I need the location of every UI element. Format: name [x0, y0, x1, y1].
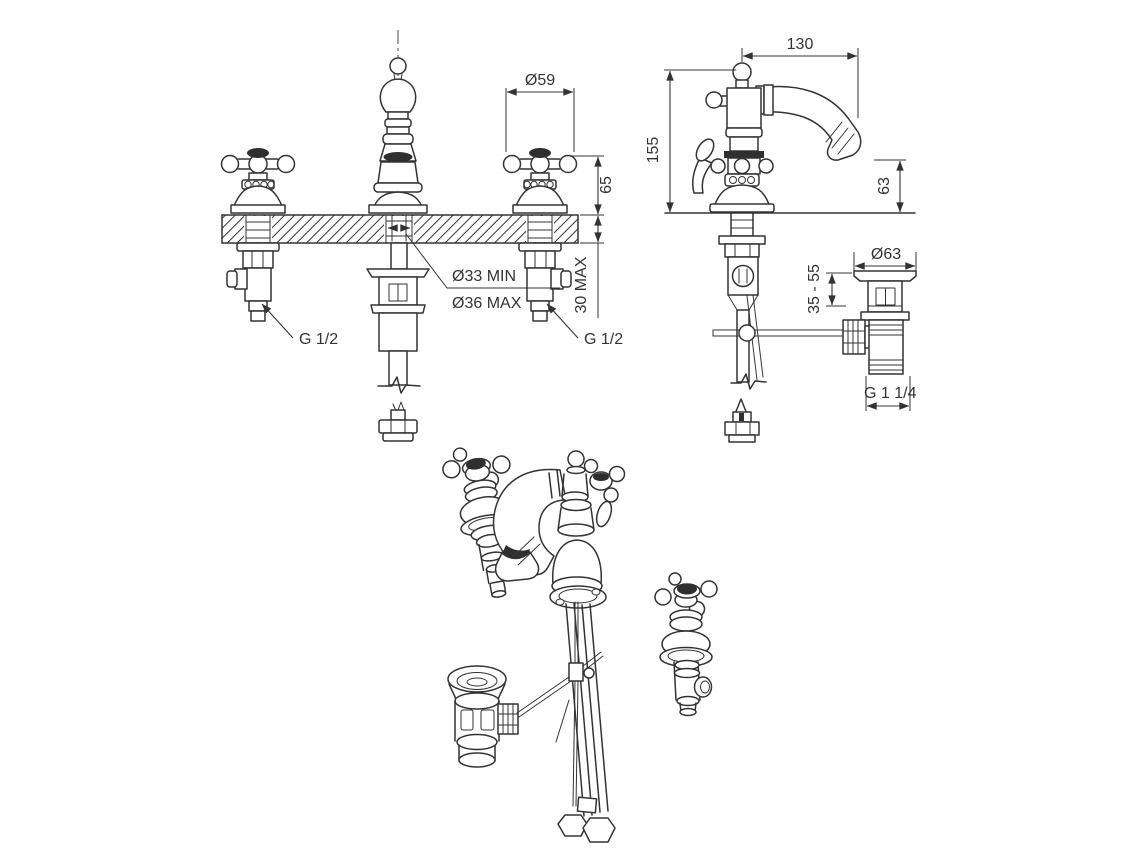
- center-spout: [368, 57, 428, 214]
- dim-handle-diameter: Ø59: [525, 72, 555, 89]
- spout-3d: [492, 468, 567, 582]
- front-view: Ø59 65 30 MAX Ø33 MIN Ø36 MAX G 1/2 G 1/…: [220, 30, 623, 442]
- dim-total-height: 155: [645, 137, 662, 164]
- waste-detail-view: Ø63 35 - 55 G 1 1/4: [806, 246, 917, 411]
- handle-valve-unit: [220, 148, 296, 322]
- side-below-deck: [712, 212, 845, 443]
- popup-rod-3d: [516, 601, 604, 807]
- side-faucet-body: [691, 62, 862, 213]
- dim-left-inlet-thread: G 1/2: [299, 331, 338, 348]
- dim-spout-reach: 130: [787, 36, 814, 53]
- spout-curve: [757, 85, 862, 161]
- perspective-view: [442, 447, 718, 843]
- main-faucet-3d: [549, 450, 626, 609]
- dim-flange-diameter: Ø63: [871, 246, 901, 263]
- dim-right-inlet-thread: G 1/2: [584, 331, 623, 348]
- mounting-deck-section: [221, 214, 579, 244]
- waste-dimensions: Ø63 35 - 55 G 1 1/4: [806, 246, 917, 411]
- dim-clamp-range: 35 - 55: [806, 264, 823, 314]
- side-view-dimensions: 130 155 63: [645, 36, 906, 213]
- right-valve-3d: [654, 572, 718, 717]
- lever-3d: [595, 500, 613, 528]
- dim-height-above-deck: 65: [598, 176, 615, 194]
- dim-hole-max: Ø36 MAX: [452, 295, 522, 312]
- dim-outlet-height: 63: [876, 177, 893, 195]
- dim-hole-min: Ø33 MIN: [452, 268, 516, 285]
- supply-pipes-3d: [555, 602, 616, 843]
- hose-nut: [557, 814, 588, 837]
- spout-opening: [383, 152, 413, 162]
- waste-body: [842, 270, 917, 375]
- dim-deck-thickness: 30 MAX: [573, 256, 590, 313]
- side-view: 130 155 63: [645, 36, 916, 443]
- center-popup-waste: [366, 242, 430, 442]
- dim-outlet-thread: G 1 1/4: [864, 385, 917, 402]
- side-lever: [691, 157, 713, 194]
- hose-nut: [582, 817, 616, 843]
- popup-drain-3d: [447, 665, 519, 768]
- front-view-dimensions: Ø59 65 30 MAX Ø33 MIN Ø36 MAX G 1/2 G 1/…: [261, 72, 623, 348]
